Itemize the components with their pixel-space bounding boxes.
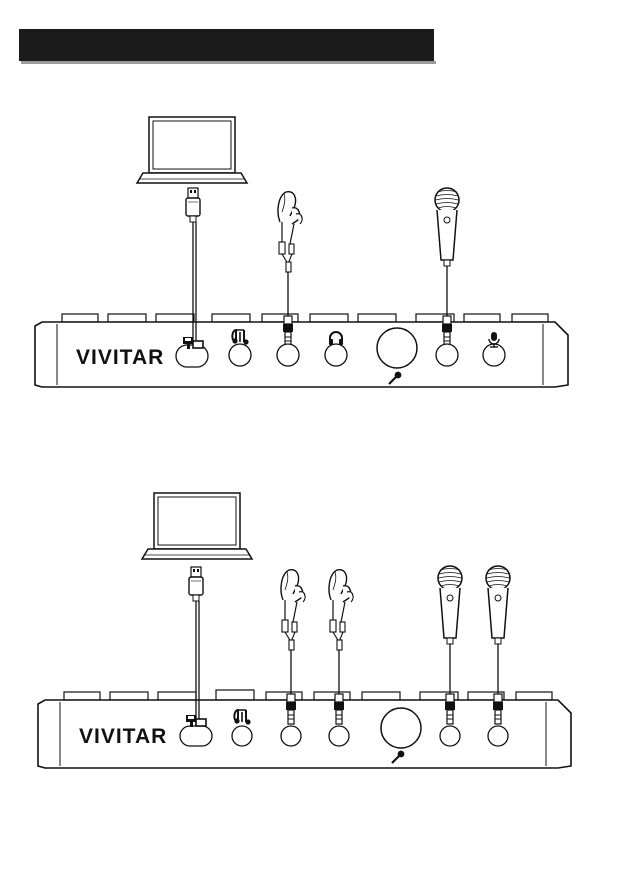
brand-logo: VIVITAR xyxy=(76,346,164,369)
headphone-jack-2 xyxy=(329,726,349,746)
microphone-icon xyxy=(486,566,510,644)
headphone-jack-2 xyxy=(325,344,347,366)
usb-plug-icon xyxy=(186,188,200,222)
mic-plug-icon xyxy=(445,694,455,724)
headphone-plug-icon xyxy=(334,694,344,724)
earphones-icon xyxy=(281,570,305,650)
brand-logo: VIVITAR xyxy=(79,725,167,748)
panel-setup-dual: VIVITAR xyxy=(38,493,571,768)
aux-jack xyxy=(232,726,252,746)
microphone-icon xyxy=(438,566,462,644)
usb-plug-icon xyxy=(189,567,203,601)
usb-port xyxy=(180,726,212,746)
device-top-buttons xyxy=(64,690,552,700)
laptop-icon xyxy=(137,117,247,183)
headphone-plug-icon xyxy=(286,694,296,724)
earphones-icon xyxy=(329,570,353,650)
mic-jack-1 xyxy=(436,344,458,366)
panel-setup-single: VIVITAR xyxy=(35,117,568,387)
laptop-icon xyxy=(142,493,252,559)
mic-plug-icon xyxy=(442,316,452,346)
microphone-icon xyxy=(435,188,459,266)
aux-jack xyxy=(229,344,251,366)
headphone-jack-1 xyxy=(281,726,301,746)
mic-plug-icon xyxy=(493,694,503,724)
headphone-jack-1 xyxy=(277,344,299,366)
mic-jack-1 xyxy=(440,726,460,746)
earphones-icon xyxy=(278,192,302,272)
mic-jack-2 xyxy=(488,726,508,746)
device-top-buttons xyxy=(62,314,548,322)
volume-knob xyxy=(377,328,417,368)
headphone-plug-icon xyxy=(283,316,293,346)
volume-knob xyxy=(381,708,421,748)
